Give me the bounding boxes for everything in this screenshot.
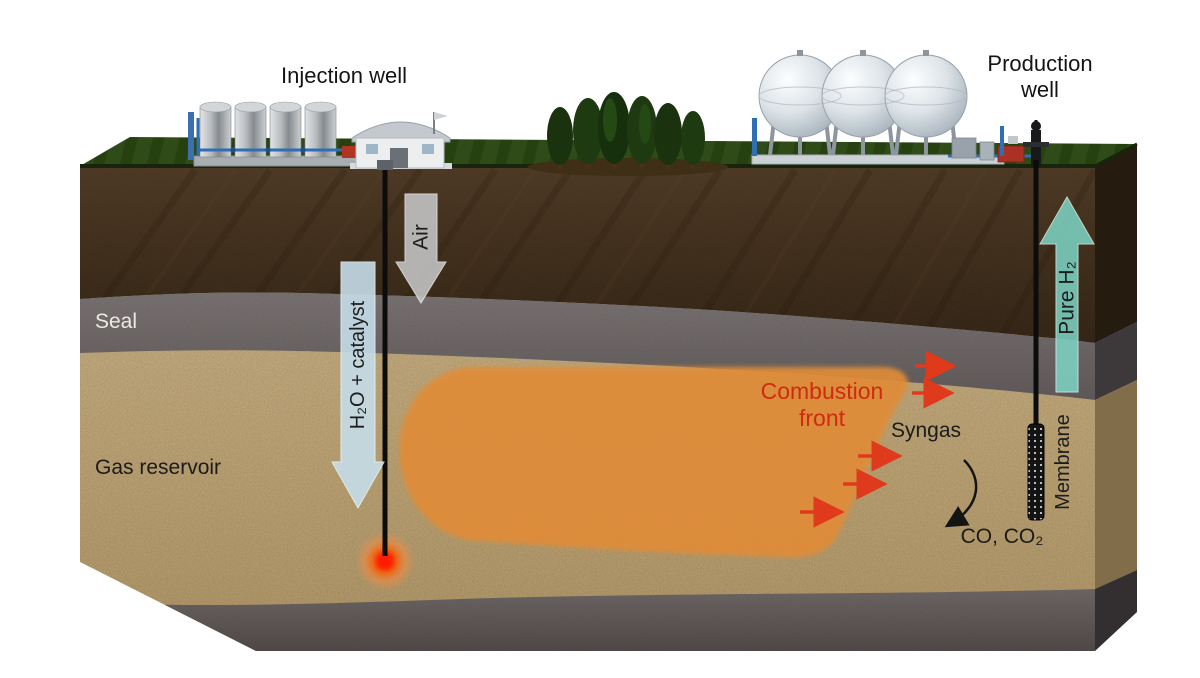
wind-vane	[434, 112, 448, 120]
label-production-well-line1: Production	[987, 51, 1092, 76]
combustion-swept-zone	[399, 367, 908, 558]
combustion-zone	[355, 367, 908, 591]
air-injection-arrow	[395, 193, 447, 304]
production-wellhead	[1023, 120, 1049, 166]
label-air: Air	[410, 224, 433, 250]
pure-h2-arrow	[1039, 195, 1095, 393]
labels-layer: Injection well Production well Air H₂O +…	[95, 51, 1093, 548]
ignition-core	[376, 552, 394, 570]
label-combustion-front-line2: front	[799, 405, 846, 431]
label-injection-well: Injection well	[281, 63, 407, 88]
label-pure-h2: Pure H₂	[1056, 261, 1079, 335]
injection-facility-building	[350, 112, 452, 170]
building-door	[390, 148, 408, 168]
label-production-well-line2: well	[1020, 77, 1059, 102]
pump-unit	[342, 146, 358, 158]
label-combustion-front-line1: Combustion	[761, 378, 884, 404]
label-co-co2: CO, CO₂	[961, 525, 1044, 548]
co-co2-return-arrow	[944, 459, 978, 528]
label-syngas: Syngas	[891, 419, 961, 442]
injection-wellhead	[377, 160, 393, 170]
label-gas-reservoir: Gas reservoir	[95, 456, 221, 479]
label-seal: Seal	[95, 310, 137, 333]
block-side-face	[1095, 144, 1137, 651]
syngas-flow-arrows	[800, 350, 957, 528]
water-catalyst-arrow	[331, 261, 385, 510]
processing-unit	[948, 126, 1034, 163]
storage-tanks	[188, 101, 359, 167]
trees	[528, 92, 728, 176]
label-membrane: Membrane	[1052, 414, 1074, 510]
membrane-section	[1027, 423, 1045, 521]
label-water-catalyst: H₂O + catalyst	[347, 300, 369, 429]
surface-facilities	[188, 50, 1049, 176]
